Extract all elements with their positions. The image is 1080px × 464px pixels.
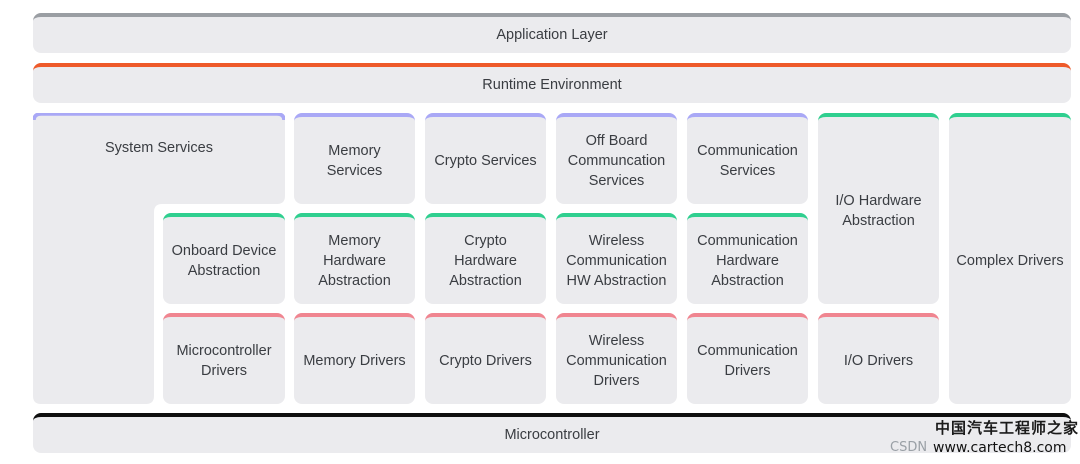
memory-services-block: Memory Services xyxy=(294,113,415,204)
communication-services-block: Communication Services xyxy=(687,113,808,204)
microcontroller-drivers-block: Microcontroller Drivers xyxy=(163,313,285,404)
communication-drivers-block: Communication Drivers xyxy=(687,313,808,404)
watermark-chinese: 中国汽车工程师之家 xyxy=(935,419,1080,437)
system-services-block xyxy=(33,113,285,404)
crypto-services-block: Crypto Services xyxy=(425,113,546,204)
communication-hardware-abstraction-block: Communication Hardware Abstraction xyxy=(687,213,808,304)
wireless-communication-hw-abstraction-block: Wireless Communication HW Abstraction xyxy=(556,213,677,304)
watermark-site: www.cartech8.com xyxy=(933,440,1067,456)
watermark-csdn: CSDN xyxy=(890,440,928,455)
memory-drivers-block: Memory Drivers xyxy=(294,313,415,404)
io-hardware-abstraction-block: I/O Hardware Abstraction xyxy=(818,113,939,304)
io-drivers-block: I/O Drivers xyxy=(818,313,939,404)
runtime-environment-layer: Runtime Environment xyxy=(33,63,1071,103)
offboard-communication-services-block: Off Board Communcation Services xyxy=(556,113,677,204)
complex-drivers-block: Complex Drivers xyxy=(949,113,1071,404)
system-services-label: System Services xyxy=(105,140,213,156)
onboard-device-abstraction-block: Onboard Device Abstraction xyxy=(163,213,285,304)
crypto-drivers-block: Crypto Drivers xyxy=(425,313,546,404)
microcontroller-layer: Microcontroller xyxy=(33,413,1071,453)
crypto-hardware-abstraction-block: Crypto Hardware Abstraction xyxy=(425,213,546,304)
application-layer: Application Layer xyxy=(33,13,1071,53)
wireless-communication-drivers-block: Wireless Communication Drivers xyxy=(556,313,677,404)
memory-hardware-abstraction-block: Memory Hardware Abstraction xyxy=(294,213,415,304)
